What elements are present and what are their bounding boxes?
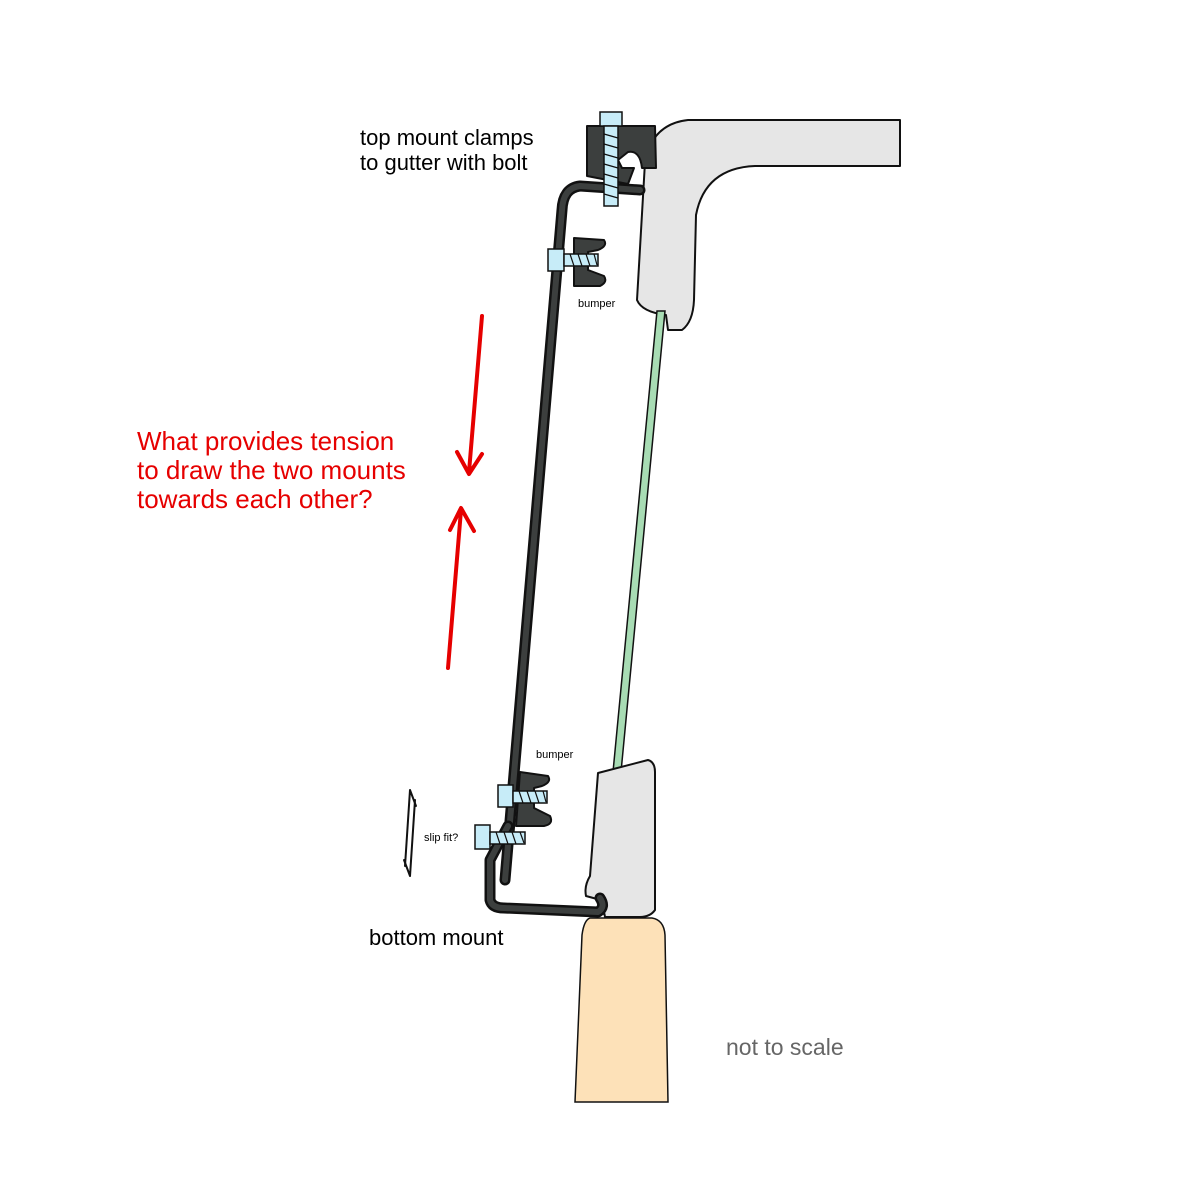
bottom-bumper-bolt [497,784,548,808]
slip-fit-label: slip fit? [424,832,459,844]
window-glass [612,310,666,773]
top-mount-label-line2: to gutter with bolt [360,150,528,175]
up-arrow-icon [446,506,476,670]
roof-panel [636,119,901,331]
question-line1: What provides tension [137,426,395,456]
top-bumper-bolt [547,248,599,272]
bottom-mount-label: bottom mount [369,925,504,950]
main-bar-fill [502,183,643,883]
question-line3: towards each other? [137,484,373,514]
lower-body-panel [584,759,656,918]
door-panel [574,917,669,1103]
bottom-mount-bracket-fill [487,823,606,915]
bumper-top-label: bumper [578,298,616,310]
top-bumper [573,237,607,287]
down-arrow-icon [455,314,484,476]
top-mount-label-line1: top mount clamps [360,125,534,150]
top-mount-bolt [599,111,623,207]
bottom-mount-bolt [474,824,526,850]
not-to-scale-label: not to scale [726,1034,844,1060]
bumper-bottom-label: bumper [536,749,574,761]
question-line2: to draw the two mounts [137,455,406,485]
double-arrow-icon [403,789,417,877]
